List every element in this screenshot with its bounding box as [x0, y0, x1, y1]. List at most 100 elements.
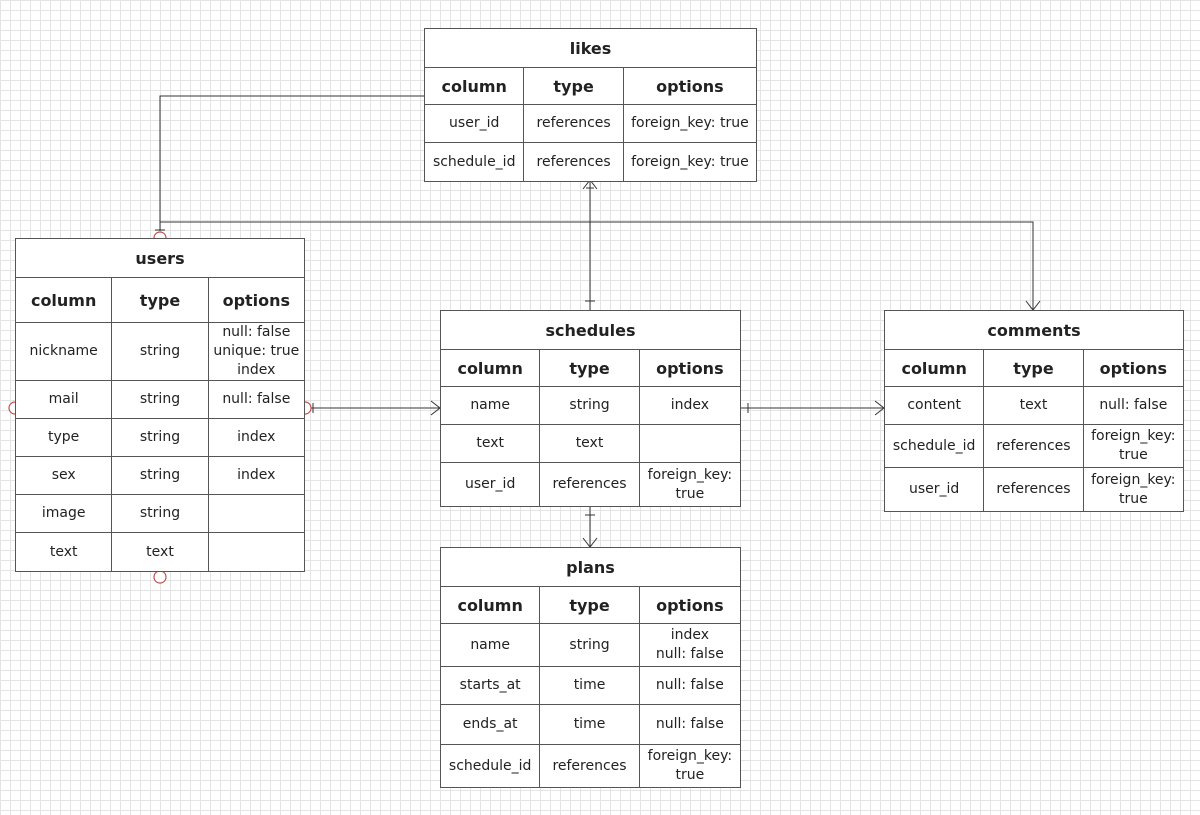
table-cell: image [16, 495, 113, 532]
table-cell [209, 495, 304, 532]
table-cell: foreign_key: true [1091, 428, 1176, 463]
table-cell: references [524, 143, 624, 181]
header-cell: column [441, 587, 541, 623]
relationship-users-likes [159, 95, 424, 231]
table-title: likes [425, 29, 756, 68]
table-cell: user_id [885, 468, 985, 511]
header-cell: column [441, 350, 541, 386]
crows-foot-marker [582, 537, 598, 548]
table-title: schedules [441, 311, 740, 350]
header-cell: type [112, 278, 209, 322]
table-cell: foreign_key: true [631, 153, 749, 170]
table-cell: index [670, 397, 709, 413]
table-title: users [16, 239, 304, 278]
table-cell: foreign_key: true [631, 115, 749, 131]
table-cell: string [112, 495, 209, 532]
table-cell: string [540, 624, 640, 666]
table-cell: text [540, 425, 640, 462]
table-cell: text [441, 425, 541, 462]
table-cell: index [237, 467, 276, 483]
table-cell: string [112, 457, 209, 494]
table-title: comments [885, 311, 1183, 350]
header-cell: type [540, 587, 640, 623]
table-cell: references [524, 105, 624, 142]
table-cell: text [984, 387, 1084, 424]
header-cell: type [524, 68, 624, 104]
table-cell: time [540, 705, 640, 744]
table-cell: schedule_id [425, 143, 525, 181]
header-cell: options [1099, 358, 1168, 378]
table-cell: null: false unique: true index [213, 324, 300, 378]
table-cell: null: false [222, 391, 291, 407]
table-cell: null: false [1099, 397, 1168, 413]
table-cell: string [540, 387, 640, 424]
table-cell: type [16, 419, 113, 456]
table-cell: foreign_key: true [647, 466, 733, 502]
table-cell: ends_at [441, 705, 541, 744]
table-cell: index [237, 429, 276, 445]
table-cell: name [441, 624, 541, 666]
table-cell: string [112, 419, 209, 456]
table-title: plans [441, 548, 740, 587]
table-cell: schedule_id [441, 745, 541, 787]
table-cell: string [112, 323, 209, 380]
table-cell: starts_at [441, 667, 541, 704]
table-cell [209, 533, 304, 571]
connector-handle-circle [153, 570, 167, 584]
table-cell: references [540, 463, 640, 506]
crows-foot-marker [874, 400, 885, 416]
table-cell: foreign_key: true [647, 748, 733, 783]
table-cell: null: false [655, 716, 724, 732]
table-cell: text [112, 533, 209, 571]
table-cell: mail [16, 381, 113, 418]
table-cell: string [112, 381, 209, 418]
table-cell: null: false [655, 677, 724, 693]
table-cell: references [540, 745, 640, 787]
table-cell: schedule_id [885, 425, 985, 467]
header-cell: type [984, 350, 1084, 386]
header-cell: options [656, 358, 724, 378]
table-cell: user_id [425, 105, 525, 142]
header-cell: options [656, 76, 724, 96]
header-cell: options [222, 290, 291, 310]
table-cell: text [16, 533, 113, 571]
table-cell: references [984, 425, 1084, 467]
table-cell: name [441, 387, 541, 424]
header-cell: column [425, 68, 525, 104]
header-cell: column [885, 350, 985, 386]
table-cell: time [540, 667, 640, 704]
header-cell: column [16, 278, 113, 322]
table-cell: foreign_key: true [1091, 471, 1176, 507]
crows-foot-marker [430, 400, 441, 416]
header-cell: type [540, 350, 640, 386]
table-cell: sex [16, 457, 113, 494]
table-cell: index null: false [655, 627, 724, 662]
table-cell: references [984, 468, 1084, 511]
table-cell: nickname [16, 323, 113, 380]
crows-foot-marker [1025, 300, 1041, 311]
